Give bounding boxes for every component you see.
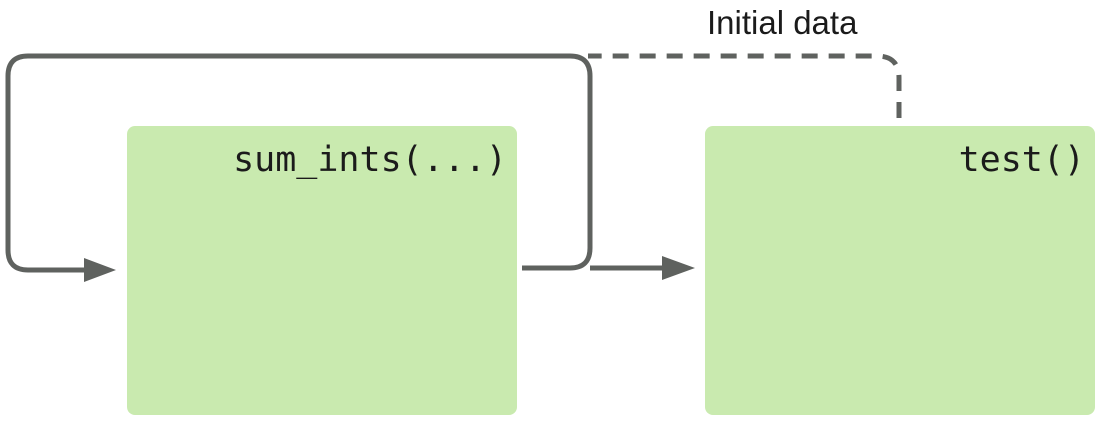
node-sum-ints: sum_ints(...)	[127, 126, 517, 415]
loop-arrowhead	[84, 258, 116, 282]
initial-data-label: Initial data	[707, 4, 858, 41]
initial-data-edge	[588, 53, 902, 118]
node-test: test()	[705, 126, 1095, 415]
node-test-label: test()	[958, 140, 1085, 180]
node-sum-ints-label: sum_ints(...)	[233, 140, 507, 180]
forward-arrowhead	[662, 256, 695, 280]
loop-edge	[5, 53, 593, 273]
